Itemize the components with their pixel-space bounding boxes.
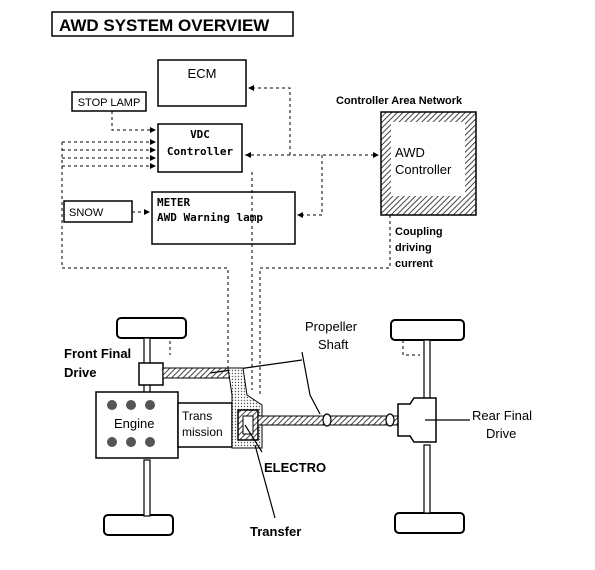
transfer-pointer bbox=[254, 444, 276, 519]
rear-final-label-1: Rear Final bbox=[472, 408, 532, 423]
engine-block: Engine bbox=[95, 391, 179, 459]
vdc-controller-block: VDC Controller bbox=[157, 123, 243, 173]
stop-lamp-label: STOP LAMP bbox=[78, 97, 141, 109]
title-box: AWD SYSTEM OVERVIEW bbox=[51, 11, 294, 37]
vdc-label-1: VDC bbox=[190, 128, 210, 141]
signal-lines bbox=[61, 85, 420, 395]
front-drive-shaft bbox=[162, 367, 232, 379]
coupling-label-3: current bbox=[395, 258, 433, 270]
transmission-label-2: mission bbox=[182, 425, 223, 439]
electro-core bbox=[242, 415, 254, 435]
vdc-label-2: Controller bbox=[167, 145, 234, 158]
rear-right-wheel bbox=[394, 512, 465, 534]
ecm-label: ECM bbox=[188, 66, 217, 81]
front-left-wheel bbox=[116, 317, 187, 339]
propeller-pointer bbox=[301, 351, 321, 415]
meter-label-2: AWD Warning lamp bbox=[157, 211, 263, 224]
meter-block: METER AWD Warning lamp bbox=[151, 191, 296, 245]
coupling-label-2: driving bbox=[395, 242, 432, 254]
stop-lamp-block: STOP LAMP bbox=[71, 91, 147, 112]
ecm-block: ECM bbox=[157, 59, 247, 107]
snow-label: SNOW bbox=[69, 207, 104, 219]
transmission-label-1: Trans bbox=[182, 409, 212, 423]
electro-label: ELECTRO bbox=[264, 460, 326, 475]
snow-block: SNOW bbox=[63, 200, 133, 223]
shaft-joint-rear bbox=[385, 413, 395, 427]
awd-controller-block: AWD Controller bbox=[380, 111, 477, 216]
engine-label: Engine bbox=[114, 416, 154, 431]
can-label: Controller Area Network bbox=[336, 95, 463, 107]
rear-final-label-2: Drive bbox=[486, 426, 516, 441]
transfer-label: Transfer bbox=[250, 524, 301, 539]
meter-label-1: METER bbox=[157, 196, 190, 209]
front-final-label-1: Front Final bbox=[64, 346, 131, 361]
coupling-label-1: Coupling bbox=[395, 226, 443, 238]
electro-pointer bbox=[244, 424, 263, 453]
propeller-pointer-front bbox=[209, 359, 303, 374]
awd-controller-label-2: Controller bbox=[395, 162, 452, 177]
propeller-label-2: Shaft bbox=[318, 337, 349, 352]
awd-controller-label-1: AWD bbox=[395, 145, 425, 160]
page-title: AWD SYSTEM OVERVIEW bbox=[59, 16, 270, 35]
transmission-block: Trans mission bbox=[177, 402, 233, 448]
rear-left-wheel-front-axle bbox=[103, 514, 174, 536]
front-final-drive-unit bbox=[138, 362, 164, 386]
rear-final-drive-unit bbox=[397, 397, 437, 443]
propeller-label-1: Propeller bbox=[305, 319, 358, 334]
front-right-wheel bbox=[390, 319, 465, 341]
shaft-joint bbox=[322, 413, 332, 427]
front-final-label-2: Drive bbox=[64, 365, 97, 380]
